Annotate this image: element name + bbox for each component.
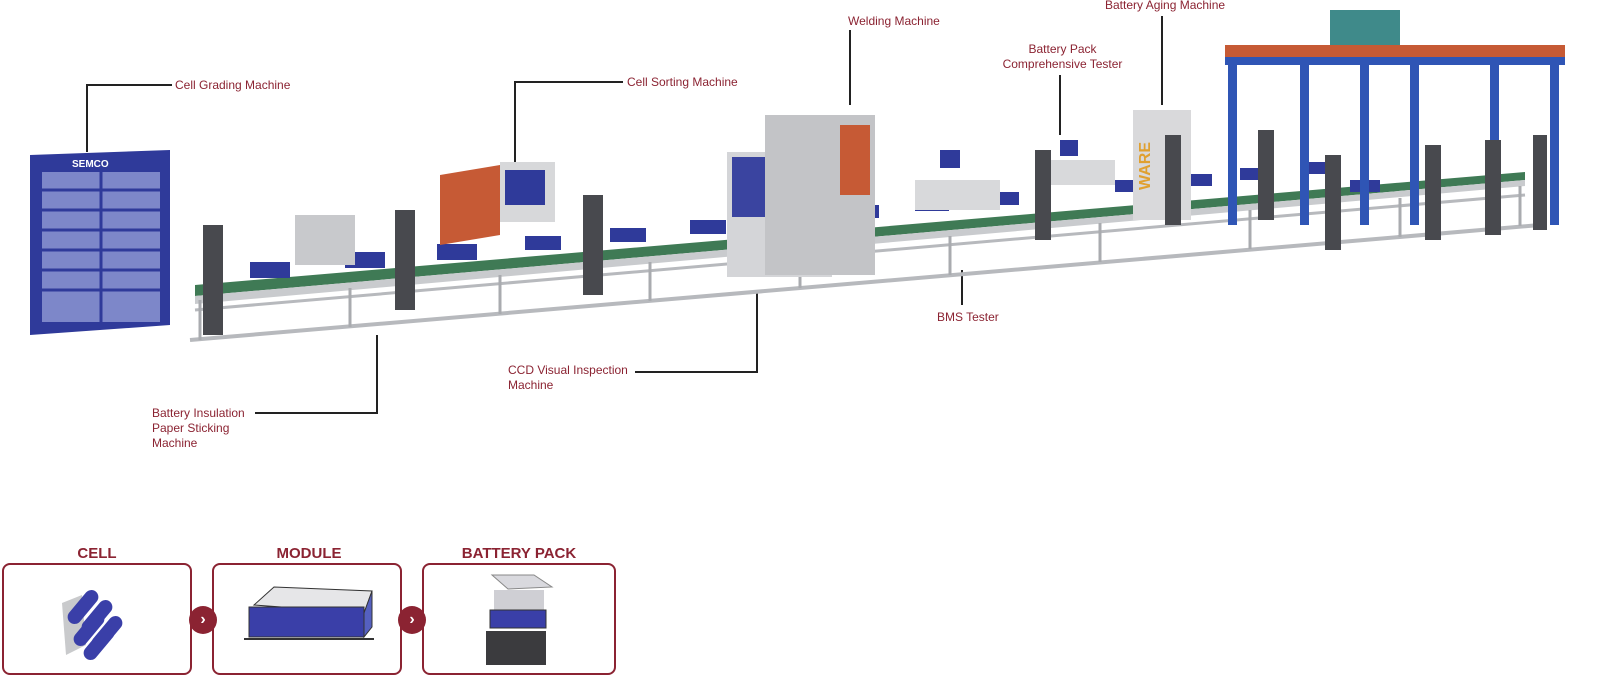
battery-module-icon <box>244 586 374 640</box>
insulation-paper-machine <box>295 215 355 265</box>
label-line: Paper Sticking <box>152 421 230 435</box>
aging-cabinet: WARE <box>1133 110 1191 220</box>
leader-lines <box>86 16 1163 414</box>
label-cell-sorting-machine: Cell Sorting Machine <box>627 75 738 89</box>
battery-cells-icon <box>62 590 123 660</box>
chevron-right-icon: › <box>398 606 426 634</box>
label-line: Machine <box>152 436 198 450</box>
semco-logo: SEMCO <box>72 159 109 170</box>
cell-sorting-machine <box>440 162 555 245</box>
cell-grading-cabinet: SEMCO <box>30 150 170 335</box>
label-line: Battery Pack <box>1028 42 1097 56</box>
stage-title-module: MODULE <box>276 545 342 562</box>
stage-title-cell: CELL <box>77 545 117 562</box>
ware-logo: WARE <box>1137 142 1154 190</box>
workers <box>203 130 1547 335</box>
label-bms-tester: BMS Tester <box>937 310 999 324</box>
pack-tester <box>1045 140 1115 185</box>
label-cell-grading-machine: Cell Grading Machine <box>175 78 291 92</box>
stage-title-battery-pack: BATTERY PACK <box>461 545 577 562</box>
stage-box-module <box>212 563 402 675</box>
label-insulation-paper: Battery Insulation Paper Sticking Machin… <box>152 406 245 451</box>
label-line: Battery Insulation <box>152 406 245 420</box>
welding-machine <box>765 115 875 275</box>
stage-box-cell <box>2 563 192 675</box>
label-pack-tester: Battery Pack Comprehensive Tester <box>990 42 1135 72</box>
label-welding-machine: Welding Machine <box>848 14 940 28</box>
stage-box-battery-pack <box>422 563 616 675</box>
label-line: Machine <box>508 378 554 392</box>
label-ccd-inspection: CCD Visual Inspection Machine <box>508 363 628 393</box>
label-battery-aging-machine: Battery Aging Machine <box>1105 0 1226 12</box>
bms-tester <box>915 150 1000 210</box>
label-line: Comprehensive Tester <box>1002 57 1123 71</box>
battery-pack-icon <box>486 574 554 665</box>
label-line: CCD Visual Inspection <box>508 363 628 377</box>
